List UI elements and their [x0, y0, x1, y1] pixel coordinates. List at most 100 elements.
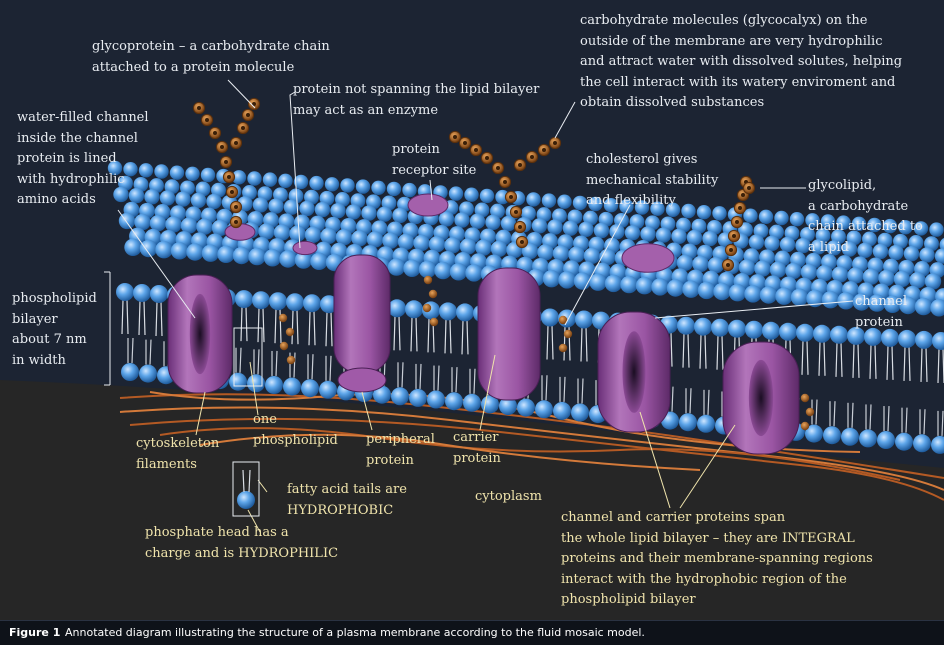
fatty-acid-tail — [149, 339, 152, 365]
fatty-acid-tail — [815, 399, 818, 425]
fatty-acid-tail — [905, 407, 908, 433]
label-channel-protein: channel protein — [855, 294, 907, 330]
phospholipid-head — [696, 205, 712, 220]
sugar-ring — [726, 263, 730, 267]
phospholipid-head — [707, 256, 725, 274]
phospholipid-head — [903, 246, 920, 262]
phospholipid-head — [279, 250, 297, 268]
sugar-ring — [514, 210, 518, 214]
fatty-acid-tail — [455, 367, 458, 393]
phospholipid-head — [764, 235, 780, 251]
fatty-acid-tail — [581, 378, 584, 404]
phospholipid-head — [665, 202, 681, 217]
phospholipid-head — [265, 376, 283, 394]
fatty-acid-tail — [687, 333, 690, 368]
fatty-acid-tail — [545, 375, 548, 401]
fatty-acid-tail — [704, 334, 707, 369]
phospholipid-head — [779, 236, 796, 253]
fatty-acid-tail — [419, 363, 422, 389]
phospholipid-head — [620, 275, 638, 294]
leader-line — [289, 91, 301, 249]
fatty-acid-tail — [887, 406, 890, 432]
fatty-acid-tail — [920, 347, 923, 382]
peripheral-protein-base — [337, 367, 387, 393]
phospholipid-head — [578, 221, 594, 237]
phospholipid-head — [366, 231, 384, 248]
phospholipid-head — [830, 325, 848, 344]
phospholipid-head — [748, 234, 765, 250]
cholesterol-bead — [428, 289, 438, 299]
fatty-acid-tail — [857, 343, 860, 378]
phospholipid-head — [531, 218, 548, 234]
fatty-acid-tail — [716, 335, 719, 370]
phospholipid-head — [438, 211, 455, 227]
fatty-acid-tail — [580, 327, 583, 362]
phospholipid-head — [301, 379, 319, 398]
phospholipid-head — [340, 178, 355, 193]
sugar-ring — [197, 106, 201, 110]
phospholipid-head — [878, 269, 895, 287]
phospholipid-head — [728, 284, 747, 302]
phospholipid-head — [252, 197, 269, 213]
phospholipid-head — [831, 266, 849, 283]
phospholipid-head — [713, 282, 731, 301]
leader-line — [429, 179, 433, 201]
phospholipid-head — [463, 393, 481, 412]
leader-line — [479, 354, 496, 431]
phospholipid-head — [795, 237, 811, 254]
label-glycolipid: glycolipid, a carbohydrate chain attache… — [808, 178, 923, 255]
phospholipid-head — [128, 187, 145, 204]
sugar-ring — [205, 118, 209, 122]
phospholipid-head — [371, 180, 386, 195]
fatty-acid-tail — [313, 311, 316, 346]
phospholipid-head — [154, 164, 169, 179]
fatty-acid-tail — [671, 386, 674, 412]
phospholipid-head — [697, 281, 716, 300]
sugar-ring — [234, 220, 238, 224]
fatty-acid-tail — [707, 389, 710, 415]
fatty-acid-tail — [891, 345, 894, 380]
phospholipid-head — [930, 299, 944, 317]
fatty-acid-tail — [245, 307, 248, 342]
phospholipid-head — [434, 261, 452, 280]
phospholipid-head — [867, 217, 882, 233]
fatty-acid-tail — [121, 299, 124, 335]
sugar-ring — [503, 180, 507, 184]
phospholipid-head — [847, 326, 865, 345]
phospholipid-head — [293, 174, 309, 190]
leader-line — [639, 411, 671, 509]
leader-line — [117, 209, 196, 319]
fatty-acid-tail — [818, 341, 821, 376]
phospholipid-head — [872, 243, 889, 260]
fatty-acid-tail — [869, 344, 872, 379]
phospholipid-head — [391, 387, 409, 406]
phospholipid-head — [521, 242, 539, 260]
sugar-ring — [241, 126, 245, 130]
fatty-acid-tail — [941, 410, 944, 436]
sugar-ring — [738, 206, 742, 210]
phospholipid-head — [121, 363, 139, 381]
caption-bar: Figure 1 Annotated diagram illustrating … — [0, 620, 944, 645]
surface-protein-dome — [407, 193, 449, 217]
phospholipid-head — [681, 203, 696, 219]
phospholipid-head — [448, 186, 464, 201]
phospholipid-head — [134, 213, 151, 231]
phospholipid-head — [124, 238, 142, 256]
label-cholesterol: cholesterol gives mechanical stability a… — [586, 152, 719, 208]
phospholipid-head — [231, 170, 247, 185]
fatty-acid-tail — [279, 309, 282, 344]
phospholipid-head — [651, 278, 669, 296]
phospholipid-head — [650, 201, 665, 216]
phospholipid-head — [806, 289, 824, 308]
phospholipid-head — [743, 208, 758, 223]
phospholipid-head — [864, 327, 882, 346]
phospholipid-head — [934, 248, 944, 264]
phospholipid-head — [185, 166, 200, 181]
phospholipid-head — [728, 319, 746, 338]
phospholipid-detail-tail — [242, 469, 245, 493]
phospholipid-head — [235, 290, 253, 309]
phospholipid-head — [258, 223, 275, 240]
fatty-acid-tail — [275, 350, 278, 376]
phospholipid-head — [303, 294, 321, 313]
phospholipid-head — [851, 216, 867, 231]
